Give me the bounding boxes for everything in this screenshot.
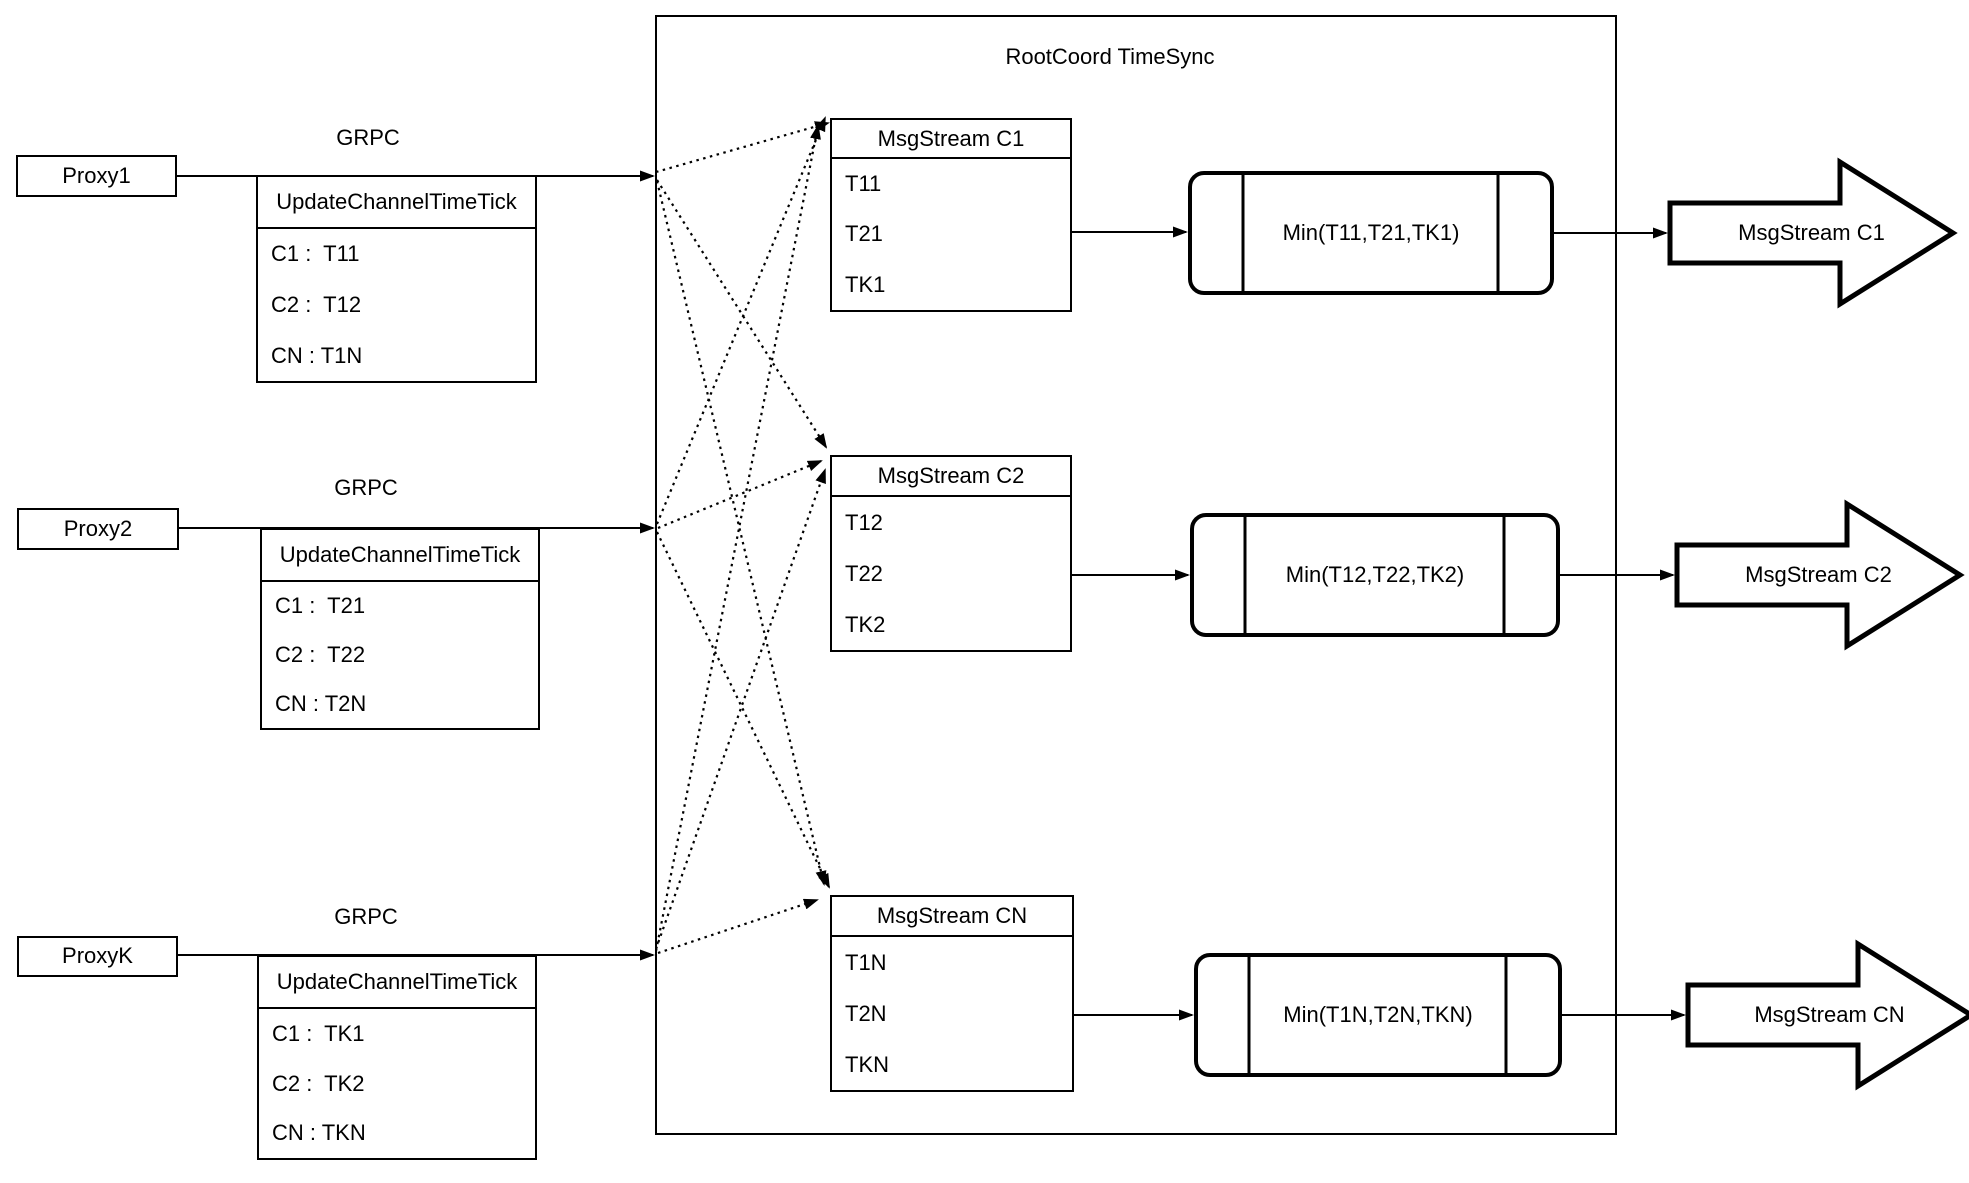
output-arrow-label-2: MsgStream C2 xyxy=(1745,562,1892,587)
update-table-3: UpdateChannelTimeTick C1 : TK1 C2 : TK2 … xyxy=(257,955,537,1160)
proxy-label-1: Proxy1 xyxy=(62,162,131,188)
update-table-1-row: C1 : T11 xyxy=(271,241,360,267)
msgstream-table-2-header: MsgStream C2 xyxy=(832,457,1070,497)
msgstream-table-2-row: TK2 xyxy=(845,611,886,637)
grpc-label-2: GRPC xyxy=(334,475,398,500)
msgstream-table-1-row: T11 xyxy=(845,171,882,197)
update-table-2-row: CN : T2N xyxy=(275,690,367,716)
grpc-label-1: GRPC xyxy=(336,125,400,150)
msgstream-table-3-row: T1N xyxy=(845,949,887,975)
min-label-2: Min(T12,T22,TK2) xyxy=(1285,562,1465,587)
grpc-label-3: GRPC xyxy=(334,904,398,929)
output-arrow-label-3: MsgStream CN xyxy=(1754,1002,1905,1027)
update-table-1-row: CN : T1N xyxy=(271,342,363,368)
msgstream-table-3-header: MsgStream CN xyxy=(832,897,1072,937)
update-table-1-header: UpdateChannelTimeTick xyxy=(258,177,535,229)
proxy-box-1: Proxy1 xyxy=(16,155,177,197)
output-arrows xyxy=(1667,157,1969,1091)
msgstream-table-1-row: T21 xyxy=(845,221,883,247)
update-table-1-row: C2 : T12 xyxy=(271,292,362,317)
update-table-3-row: C2 : TK2 xyxy=(272,1070,365,1096)
update-table-2: UpdateChannelTimeTick C1 : T21 C2 : T22 … xyxy=(260,528,540,730)
msgstream-table-2-row: T12 xyxy=(845,509,883,535)
min-label-3: Min(T1N,T2N,TKN) xyxy=(1283,1002,1473,1027)
msgstream-table-3-row: T2N xyxy=(845,1000,887,1026)
msgstream-table-1-row: TK1 xyxy=(845,271,886,297)
min-label-1: Min(T11,T21,TK1) xyxy=(1282,220,1460,245)
update-table-2-row: C1 : T21 xyxy=(275,593,366,619)
msgstream-table-2-row: T22 xyxy=(845,560,883,586)
update-table-3-header: UpdateChannelTimeTick xyxy=(259,957,535,1009)
proxy-label-3: ProxyK xyxy=(62,943,133,969)
update-table-2-header: UpdateChannelTimeTick xyxy=(262,530,538,582)
proxy-box-2: Proxy2 xyxy=(17,508,179,550)
proxy-label-2: Proxy2 xyxy=(63,515,133,541)
msgstream-table-3: MsgStream CN T1N T2N TKN xyxy=(830,895,1074,1092)
msgstream-table-3-row: TKN xyxy=(845,1051,889,1077)
proxy-box-3: ProxyK xyxy=(17,936,178,977)
rootcoord-title: RootCoord TimeSync xyxy=(1005,44,1215,69)
msgstream-table-1: MsgStream C1 T11 T21 TK1 xyxy=(830,118,1072,312)
msgstream-table-2: MsgStream C2 T12 T22 TK2 xyxy=(830,455,1072,652)
msgstream-table-1-header: MsgStream C1 xyxy=(832,120,1070,159)
update-table-3-row: C1 : TK1 xyxy=(272,1020,365,1046)
update-table-2-row: C2 : T22 xyxy=(275,642,366,667)
update-table-1: UpdateChannelTimeTick C1 : T11 C2 : T12 … xyxy=(256,175,537,383)
update-table-3-row: CN : TKN xyxy=(272,1120,366,1146)
output-arrow-label-1: MsgStream C1 xyxy=(1738,220,1885,245)
